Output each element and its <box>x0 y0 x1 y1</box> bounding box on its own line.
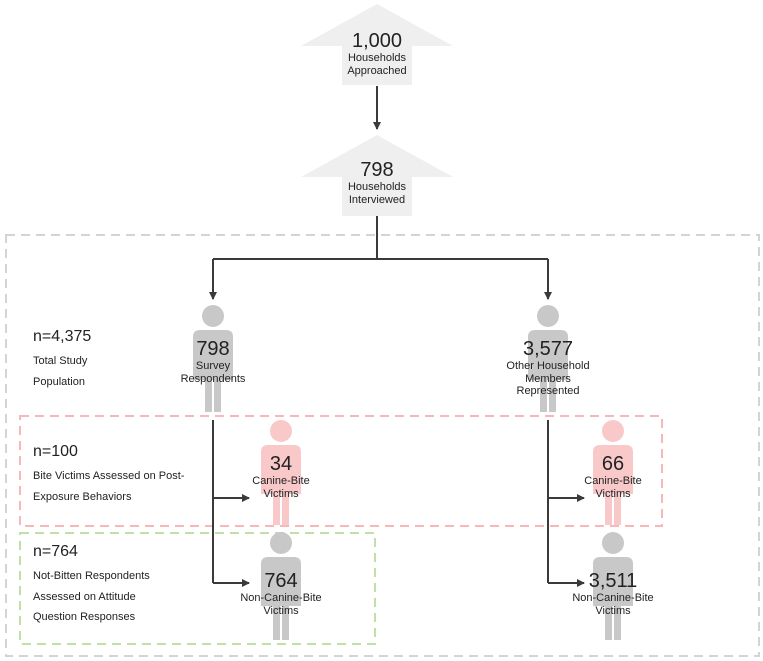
person-survey-icon <box>193 305 233 412</box>
bite-right-node-label: 66 Canine-Bite Victims <box>568 454 658 500</box>
nonbite-right-node-label: 3,511 Non-Canine-Bite Victims <box>558 571 668 617</box>
bite-victims-desc-line1: Bite Victims Assessed on Post- <box>33 470 185 483</box>
person-nonbite-left-icon <box>261 532 301 640</box>
total-population-count: n=4,375 <box>33 328 92 345</box>
bite-left-number: 34 <box>269 453 293 475</box>
bite-victims-desc-line2: Exposure Behaviors <box>33 490 132 503</box>
not-bitten-box <box>19 532 376 645</box>
not-bitten-desc-line3: Question Responses <box>33 611 136 624</box>
other-text-line1: Other Household <box>506 360 590 372</box>
nonbite-left-text-line1: Non-Canine-Bite <box>240 592 322 604</box>
nonbite-right-number: 3,511 <box>588 570 638 592</box>
approached-number: 1,000 <box>351 30 403 52</box>
approached-text-line2: Approached <box>347 64 407 77</box>
nonbite-left-text-line2: Victims <box>263 604 299 617</box>
approached-arrow-shape <box>301 4 453 85</box>
other-number: 3,577 <box>522 338 574 360</box>
bite-right-number: 66 <box>601 453 625 475</box>
bite-left-node-label: 34 Canine-Bite Victims <box>236 454 326 500</box>
survey-number: 798 <box>196 338 230 360</box>
bite-left-text-line2: Victims <box>263 487 299 500</box>
interviewed-text-line1: Households <box>347 181 407 193</box>
bite-right-text-line2: Victims <box>595 487 631 500</box>
approached-text-line1: Households <box>347 52 407 64</box>
person-other-icon <box>528 305 568 412</box>
interviewed-text-line2: Interviewed <box>348 193 406 206</box>
other-text-line3: Represented <box>516 385 580 398</box>
not-bitten-count: n=764 <box>33 543 78 560</box>
not-bitten-desc-line2: Assessed on Attitude <box>33 590 136 603</box>
other-text-line2: Members <box>525 372 571 385</box>
bite-right-text-line1: Canine-Bite <box>584 475 642 487</box>
not-bitten-label: n=764 Not-Bitten Respondents Assessed on… <box>33 541 150 627</box>
nonbite-left-number: 764 <box>264 570 298 592</box>
interviewed-label: 798 Households Interviewed <box>327 160 427 206</box>
survey-text-line1: Survey <box>195 360 231 372</box>
bite-victims-count: n=100 <box>33 443 78 460</box>
total-population-box <box>5 234 760 657</box>
approached-label: 1,000 Households Approached <box>327 31 427 77</box>
other-node-label: 3,577 Other Household Members Represente… <box>488 339 608 398</box>
person-nonbite-right-icon <box>593 532 633 640</box>
total-population-desc-line1: Total Study <box>33 355 88 368</box>
nonbite-left-node-label: 764 Non-Canine-Bite Victims <box>226 571 336 617</box>
bite-left-text-line1: Canine-Bite <box>252 475 310 487</box>
total-population-desc-line2: Population <box>33 375 85 388</box>
bite-victims-box <box>19 415 663 527</box>
not-bitten-desc-line1: Not-Bitten Respondents <box>33 570 150 583</box>
bite-victims-label: n=100 Bite Victims Assessed on Post- Exp… <box>33 441 184 507</box>
interviewed-number: 798 <box>360 159 394 181</box>
nonbite-right-text-line1: Non-Canine-Bite <box>572 592 654 604</box>
person-bite-right-icon <box>593 420 633 525</box>
interviewed-arrow-shape <box>301 135 453 216</box>
survey-text-line2: Respondents <box>180 372 246 385</box>
nonbite-right-text-line2: Victims <box>595 604 631 617</box>
person-bite-left-icon <box>261 420 301 525</box>
total-population-label: n=4,375 Total Study Population <box>33 326 91 392</box>
survey-node-label: 798 Survey Respondents <box>163 339 263 385</box>
